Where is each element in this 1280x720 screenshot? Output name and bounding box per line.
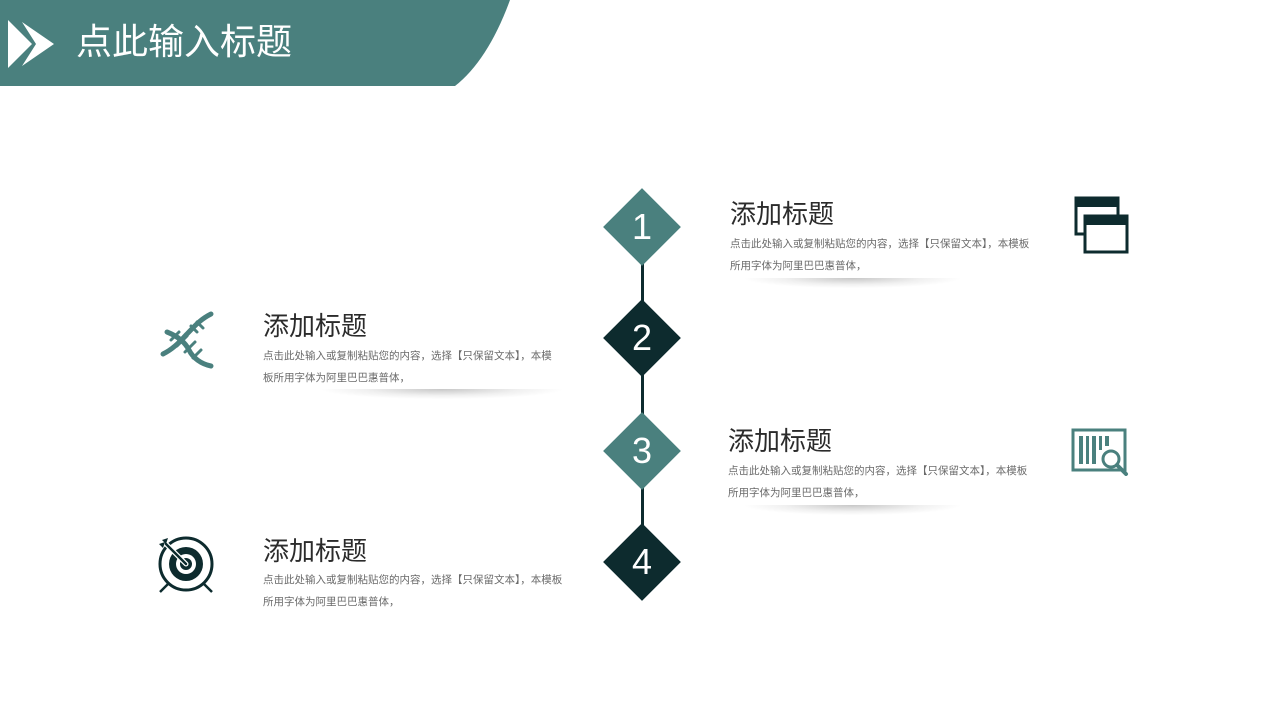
target-icon <box>156 534 218 598</box>
dna-icon <box>157 310 217 374</box>
header-band <box>0 0 520 86</box>
item-4-desc[interactable]: 点击此处输入或复制粘贴您的内容，选择【只保留文本】，本模板所用字体为阿里巴巴惠普… <box>263 574 563 608</box>
item-2-title[interactable]: 添加标题 <box>263 312 368 342</box>
step-4: 4 <box>603 523 681 601</box>
browser-windows-icon <box>1074 196 1130 260</box>
step-number: 2 <box>631 317 653 358</box>
item-1-desc[interactable]: 点击此处输入或复制粘贴您的内容，选择【只保留文本】，本模板所用字体为阿里巴巴惠普… <box>730 238 1030 272</box>
item-3-title[interactable]: 添加标题 <box>728 427 833 457</box>
item-3-desc[interactable]: 点击此处输入或复制粘贴您的内容，选择【只保留文本】，本模板所用字体为阿里巴巴惠普… <box>728 465 1028 499</box>
page-title[interactable]: 点此输入标题 <box>76 22 293 63</box>
timeline-line <box>641 226 644 562</box>
step-number: 3 <box>631 430 653 471</box>
play-forward-icon <box>8 20 54 68</box>
step-number: 4 <box>631 541 653 582</box>
step-number: 1 <box>631 206 653 247</box>
barcode-search-icon <box>1071 428 1129 480</box>
item-3-shadow <box>745 505 960 515</box>
step-1: 1 <box>603 188 681 266</box>
item-2-shadow <box>322 389 562 399</box>
item-4-title[interactable]: 添加标题 <box>263 537 368 567</box>
step-3: 3 <box>603 412 681 490</box>
step-2: 2 <box>603 299 681 377</box>
item-1-title[interactable]: 添加标题 <box>730 200 835 230</box>
item-2-desc[interactable]: 点击此处输入或复制粘贴您的内容，选择【只保留文本】，本模板所用字体为阿里巴巴惠普… <box>263 350 552 384</box>
item-1-shadow <box>745 278 960 288</box>
